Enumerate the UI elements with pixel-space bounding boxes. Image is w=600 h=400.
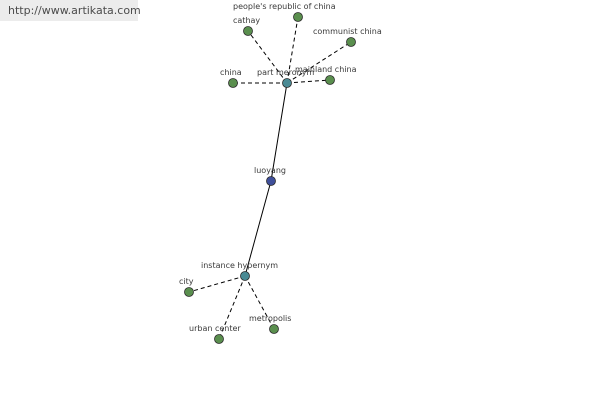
edge-part-meronym-communist-china bbox=[286, 41, 352, 84]
node-label: communist china bbox=[313, 27, 382, 36]
edge-luoyang-instance-hypernym bbox=[244, 180, 272, 277]
node-part-meronym[interactable]: part meronym bbox=[257, 68, 314, 88]
node-instance-hypernym[interactable]: instance hypernym bbox=[201, 261, 278, 281]
node-luoyang[interactable]: luoyang bbox=[254, 166, 286, 186]
node-label: part meronym bbox=[257, 68, 314, 77]
node-label: urban center bbox=[189, 324, 241, 333]
node-communist-china[interactable]: communist china bbox=[313, 27, 382, 47]
node-city[interactable]: city bbox=[179, 277, 194, 297]
node-label: city bbox=[179, 277, 194, 286]
node-label: china bbox=[220, 68, 242, 77]
edge-instance-hypernym-metropolis bbox=[244, 275, 275, 330]
edge-part-meronym-mainland-china bbox=[286, 79, 331, 84]
node-label: instance hypernym bbox=[201, 261, 278, 270]
node-metropolis[interactable]: metropolis bbox=[249, 314, 291, 334]
watermark-link[interactable]: http://www.artikata.com bbox=[0, 0, 141, 21]
node-peoples-republic-of-china[interactable]: people's republic of china bbox=[233, 2, 336, 22]
edge-instance-hypernym-urban-center bbox=[218, 275, 246, 340]
node-label: people's republic of china bbox=[233, 2, 336, 11]
node-china[interactable]: china bbox=[220, 68, 242, 88]
node-label: cathay bbox=[233, 16, 260, 25]
node-label: luoyang bbox=[254, 166, 286, 175]
node-urban-center[interactable]: urban center bbox=[189, 324, 241, 344]
edge-luoyang-part-meronym bbox=[270, 82, 288, 182]
node-mainland-china[interactable]: mainland china bbox=[295, 65, 357, 85]
node-label: mainland china bbox=[295, 65, 357, 74]
node-cathay[interactable]: cathay bbox=[233, 16, 260, 36]
edge-instance-hypernym-city bbox=[188, 275, 246, 293]
edge-part-meronym-cathay bbox=[247, 30, 288, 84]
node-label: metropolis bbox=[249, 314, 291, 323]
